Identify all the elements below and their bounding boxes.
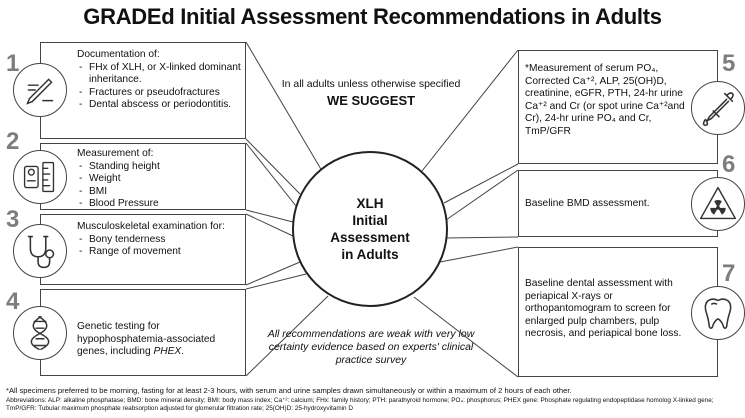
center-line: Assessment (330, 230, 410, 245)
evidence-note: All recommendations are weak with very l… (267, 328, 475, 366)
card-bmd: Baseline BMD assessment. (518, 170, 745, 237)
card-measurement: Measurement of: Standing height Weight B… (13, 143, 246, 211)
card-musculoskeletal: Musculoskeletal examination for: Bony te… (13, 214, 246, 285)
list-item: Fractures or pseudofractures (77, 87, 243, 100)
list-item: Bony tenderness (77, 234, 243, 247)
card-heading: Measurement of: (77, 148, 154, 159)
list-item: FHx of XLH, or X-linked dominant inherit… (77, 62, 243, 87)
list-item: BMI (77, 186, 243, 199)
list-item: Dental abscess or periodontitis. (77, 99, 243, 112)
footnote-specimens: *All specimens preferred to be morning, … (6, 386, 572, 395)
phex-gene-text: PHEX (153, 346, 182, 357)
genetic-testing-period: . (181, 346, 185, 357)
tooth-icon (691, 286, 745, 340)
stethoscope-icon (13, 224, 67, 278)
item-number-1: 1 (6, 50, 20, 77)
item-number-5: 5 (722, 50, 736, 77)
lab-measurement-text: *Measurement of serum PO₄, Corrected Ca⁺… (525, 63, 685, 137)
item-number-7: 7 (722, 260, 736, 287)
radiation-icon (691, 177, 745, 231)
bmd-text: Baseline BMD assessment. (525, 198, 650, 209)
item-number-2: 2 (6, 128, 20, 155)
list-item: Range of movement (77, 246, 243, 259)
card-heading: Documentation of: (77, 49, 160, 60)
footnote-abbreviations: Abbreviations: ALP: alkaline phosphatase… (6, 397, 714, 412)
center-line: in Adults (341, 247, 399, 262)
page-title: GRADEd Initial Assessment Recommendation… (83, 4, 662, 29)
list-item: Blood Pressure (77, 198, 243, 211)
card-heading: Musculoskeletal examination for: (77, 221, 225, 232)
pen-document-icon (13, 63, 67, 117)
item-number-6: 6 (722, 151, 736, 178)
item-number-4: 4 (6, 288, 20, 315)
card-documentation: Documentation of: FHx of XLH, or X-linke… (13, 42, 246, 139)
genetic-testing-text: Genetic testing for hypophosphatemia-ass… (77, 321, 216, 357)
list-item: Standing height (77, 161, 243, 174)
center-line: XLH (356, 196, 384, 211)
card-genetic-testing: Genetic testing for hypophosphatemia-ass… (13, 289, 246, 376)
dna-icon (13, 306, 67, 360)
center-line: Initial (352, 213, 388, 228)
dropper-icon (691, 81, 745, 135)
list-item: Weight (77, 173, 243, 186)
card-lab-measurement: *Measurement of serum PO₄, Corrected Ca⁺… (518, 50, 745, 164)
card-dental: Baseline dental assessment with periapic… (518, 247, 745, 377)
item-number-3: 3 (6, 206, 20, 233)
center-circle: XLH Initial Assessment in Adults (292, 151, 448, 307)
intro-text: In all adults unless otherwise specified (281, 78, 461, 90)
height-weight-scale-icon (13, 150, 67, 204)
we-suggest-heading: WE SUGGEST (326, 93, 416, 108)
dental-text: Baseline dental assessment with periapic… (525, 278, 682, 339)
